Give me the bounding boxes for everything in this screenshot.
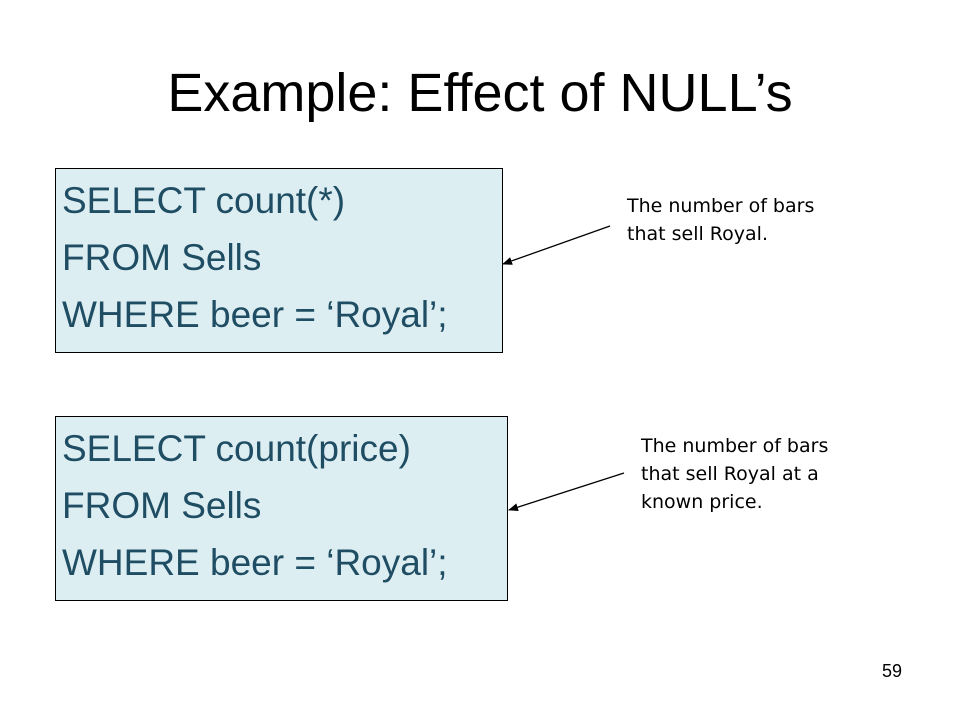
annotation-line: that sell Royal.: [627, 223, 768, 245]
annotation-count-star: The number of bars that sell Royal.: [627, 192, 814, 248]
query-line-where: WHERE beer = ‘Royal’;: [62, 294, 448, 335]
page-number: 59: [882, 661, 903, 681]
annotation-line: known price.: [641, 491, 763, 513]
annotation-count-price: The number of bars that sell Royal at a …: [641, 432, 828, 516]
query-box-count-price: SELECT count(price) FROM Sells WHERE bee…: [55, 416, 508, 601]
arrow-to-query2: [508, 472, 625, 512]
query-line-from: FROM Sells: [62, 237, 262, 278]
query-line-from: FROM Sells: [62, 485, 262, 526]
annotation-line: The number of bars: [627, 195, 815, 217]
slide-title: Example: Effect of NULL’s: [167, 63, 793, 123]
query-line-where: WHERE beer = ‘Royal’;: [62, 542, 448, 583]
annotation-line: that sell Royal at a: [641, 463, 819, 485]
annotation-line: The number of bars: [641, 435, 829, 457]
arrow-to-query1: [502, 225, 611, 265]
query-line-select: SELECT count(price): [62, 428, 411, 469]
query-box-count-star: SELECT count(*) FROM Sells WHERE beer = …: [55, 168, 503, 353]
query-line-select: SELECT count(*): [62, 180, 346, 221]
